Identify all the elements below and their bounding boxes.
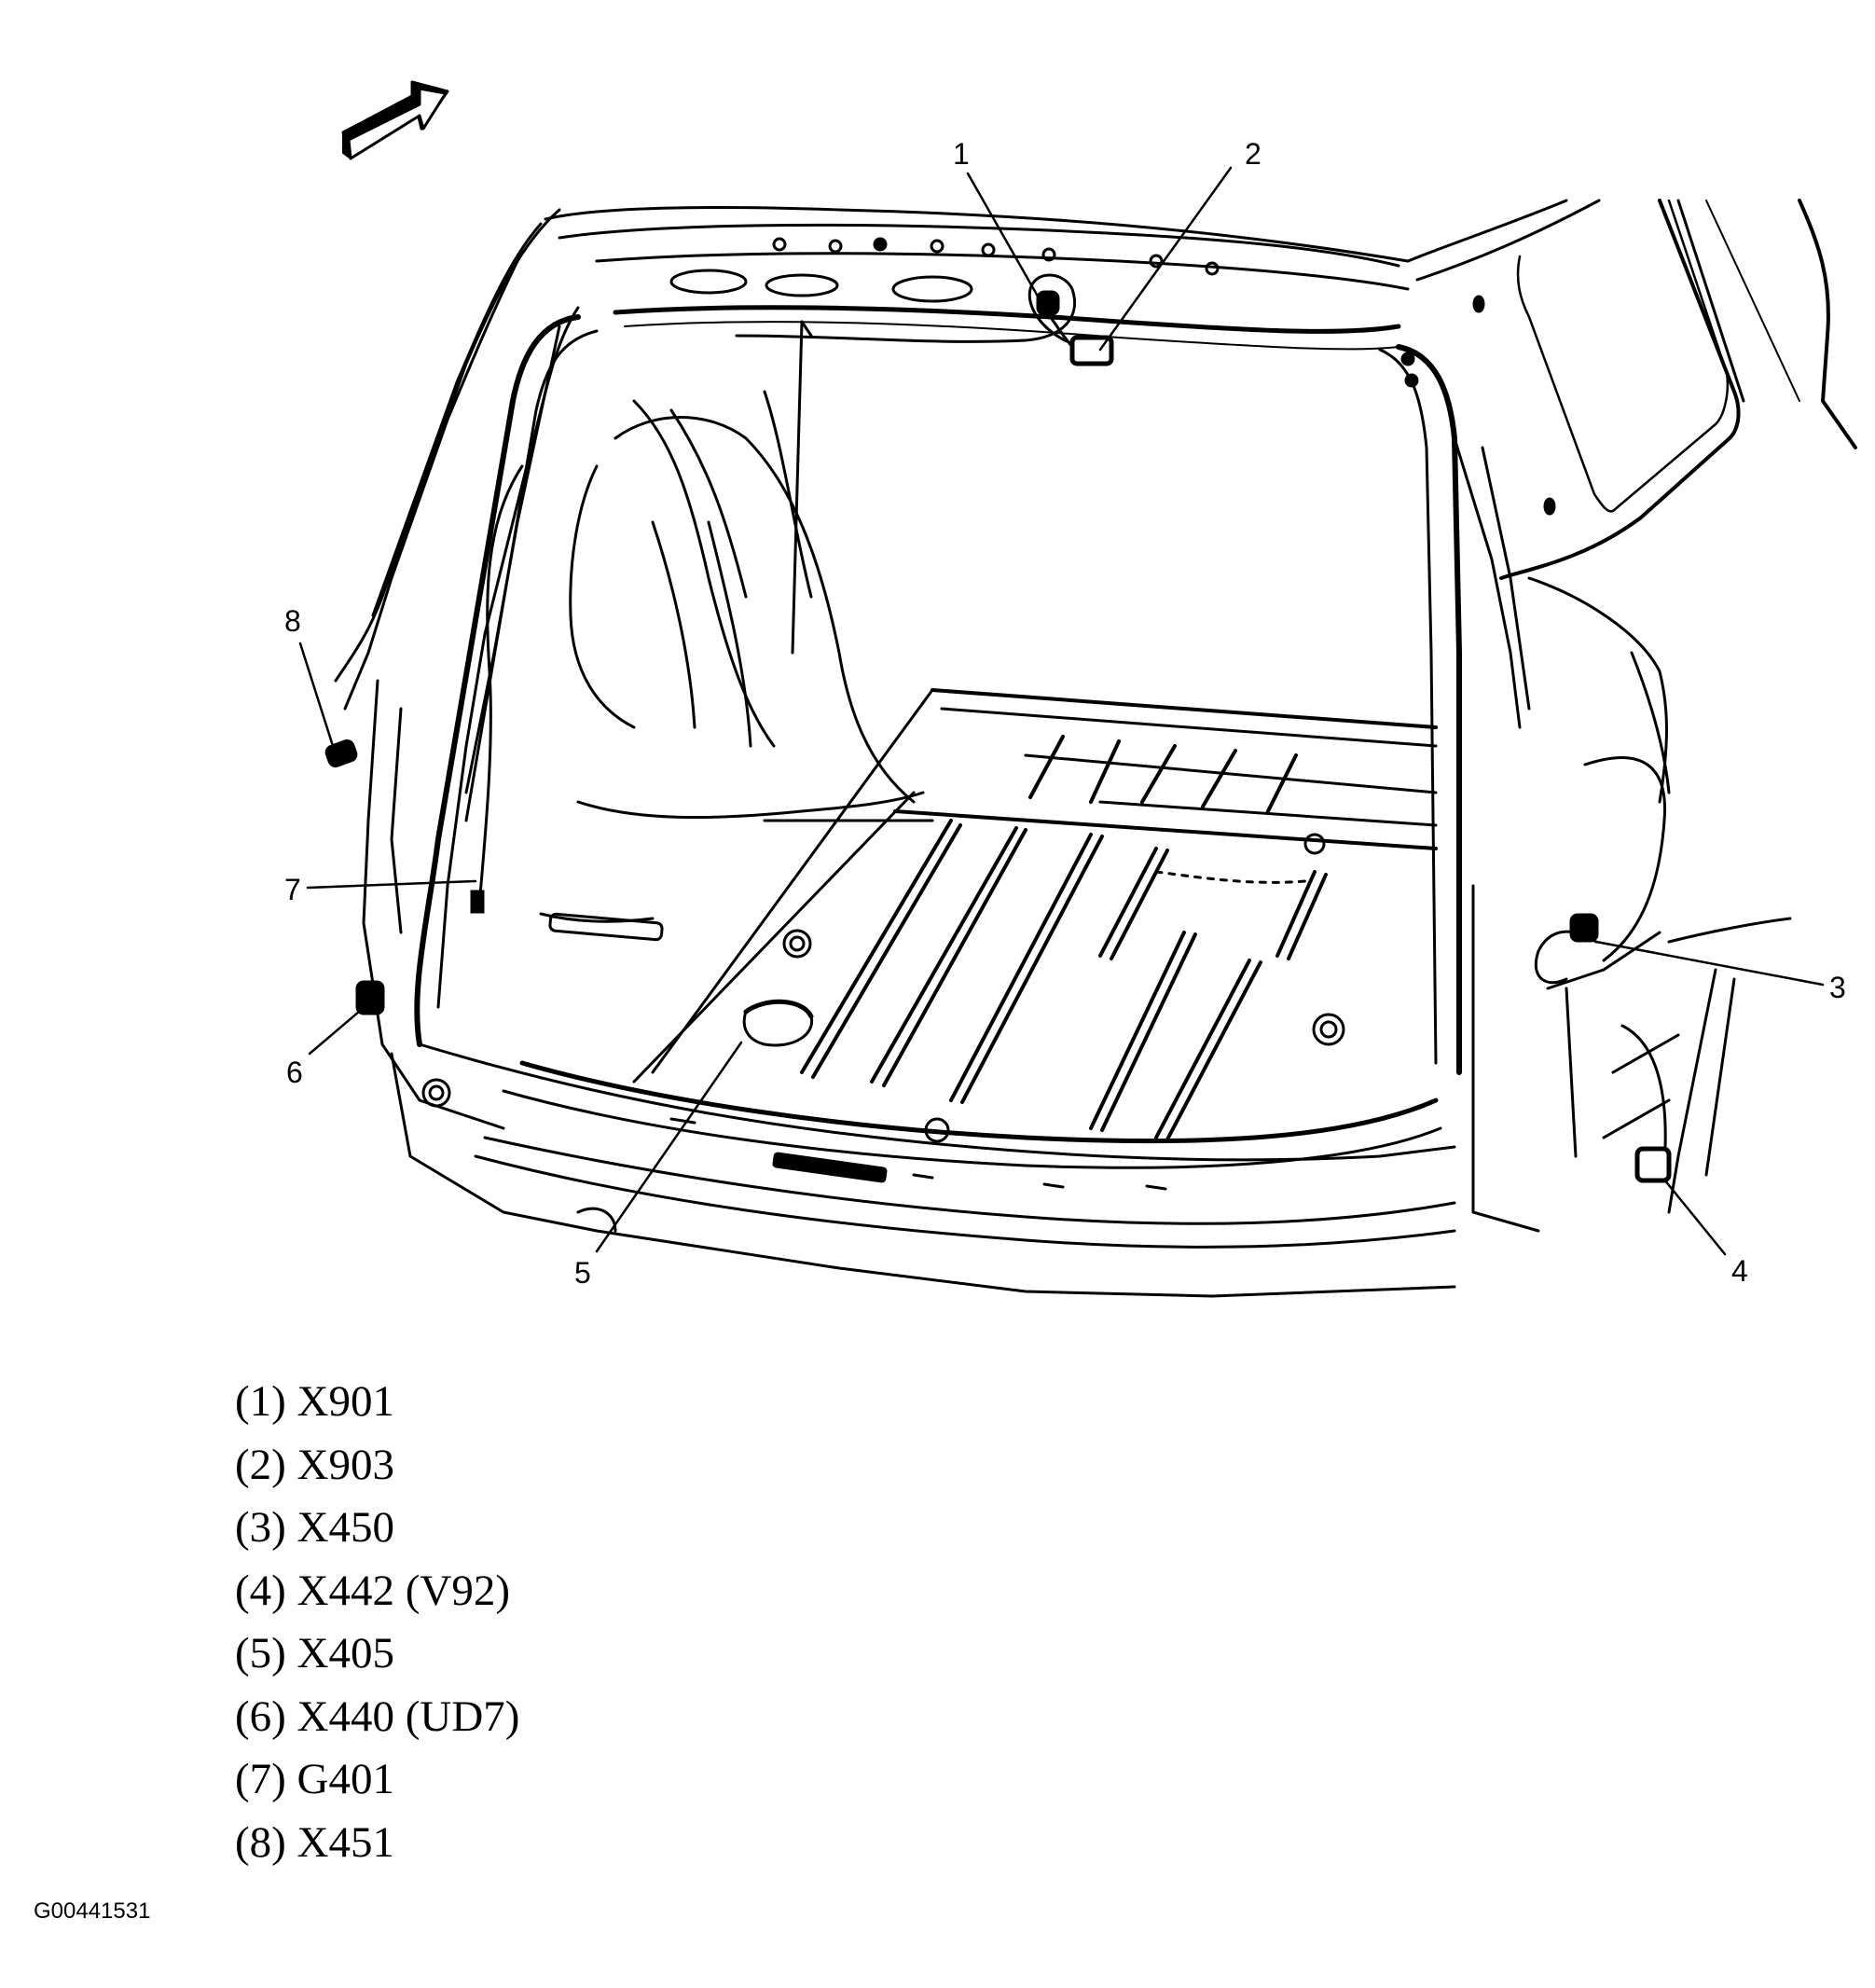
left-wheelhouse bbox=[539, 390, 925, 942]
cargo-floor bbox=[502, 688, 1442, 1169]
roof-header-panel bbox=[544, 205, 1410, 351]
callout-2: 2 bbox=[1245, 137, 1261, 171]
right-quarter-panel bbox=[1400, 199, 1857, 1233]
legend-item-2: (2) X903 bbox=[235, 1440, 394, 1489]
legend-item-3: (3) X450 bbox=[235, 1503, 394, 1552]
rear-sill bbox=[390, 1042, 1456, 1298]
left-quarter-panel bbox=[334, 208, 776, 1130]
leader-lines bbox=[298, 166, 1825, 1256]
figure-code: G00441531 bbox=[34, 1898, 151, 1924]
callout-6: 6 bbox=[286, 1056, 303, 1089]
callout-1: 1 bbox=[953, 137, 970, 171]
component-locator-illustration: 1 2 3 4 5 6 7 8 bbox=[284, 80, 1857, 1298]
floor-ribs bbox=[800, 735, 1328, 1141]
legend-item-6: (6) X440 (UD7) bbox=[235, 1691, 520, 1741]
connector-x903-icon bbox=[1069, 335, 1114, 366]
callout-4: 4 bbox=[1731, 1254, 1748, 1288]
connectors bbox=[324, 290, 1672, 1183]
connector-x450-icon bbox=[1569, 913, 1599, 943]
legend-item-1: (1) X901 bbox=[235, 1377, 394, 1426]
connector-x451-icon bbox=[324, 739, 358, 767]
component-legend: (1) X901 (2) X903 (3) X450 (4) X442 (V92… bbox=[235, 1371, 519, 1874]
legend-item-4: (4) X442 (V92) bbox=[235, 1566, 510, 1615]
forward-arrow-icon bbox=[341, 80, 449, 160]
callout-3: 3 bbox=[1829, 971, 1846, 1004]
connector-x440-icon bbox=[355, 980, 385, 1015]
liftgate-opening bbox=[414, 314, 1462, 1075]
wiring-harness bbox=[478, 273, 1667, 1167]
vehicle-rear-cargo-drawing bbox=[298, 80, 1857, 1298]
ground-g401-icon bbox=[470, 890, 485, 914]
callout-8: 8 bbox=[284, 604, 301, 638]
callout-5: 5 bbox=[574, 1256, 591, 1290]
legend-item-8: (8) X451 bbox=[235, 1817, 394, 1867]
legend-item-5: (5) X405 bbox=[235, 1629, 394, 1677]
connector-x901-icon bbox=[1036, 290, 1060, 316]
connector-x442-icon bbox=[1634, 1146, 1672, 1183]
legend-item-7: (7) G401 bbox=[235, 1755, 394, 1803]
connector-x405-icon bbox=[743, 999, 814, 1019]
callout-7: 7 bbox=[284, 873, 301, 906]
